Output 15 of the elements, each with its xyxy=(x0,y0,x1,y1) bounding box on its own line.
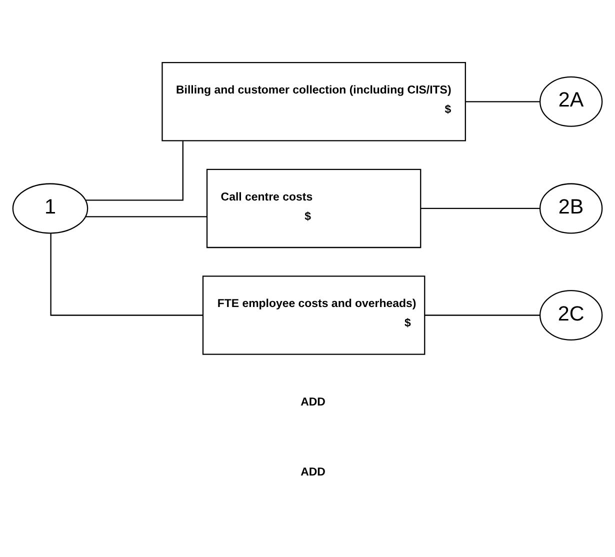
label: ADD xyxy=(300,396,326,408)
node-ellipse: 2C xyxy=(539,290,603,341)
connector xyxy=(420,208,540,210)
node-box: Call centre costs $ xyxy=(206,168,422,248)
connector xyxy=(424,314,540,316)
node-ellipse: 2B xyxy=(539,183,603,234)
node-ellipse: 2A xyxy=(539,76,603,127)
connector xyxy=(85,141,184,201)
connector xyxy=(50,233,203,316)
node-ellipse: 1 xyxy=(12,183,88,234)
label: ADD xyxy=(300,466,326,478)
node-box: Billing and customer collection (including CIS/ITS) $ xyxy=(162,62,466,142)
node-box: FTE employee costs and overheads) $ xyxy=(202,276,426,355)
connector xyxy=(466,101,540,102)
connector xyxy=(86,216,207,218)
